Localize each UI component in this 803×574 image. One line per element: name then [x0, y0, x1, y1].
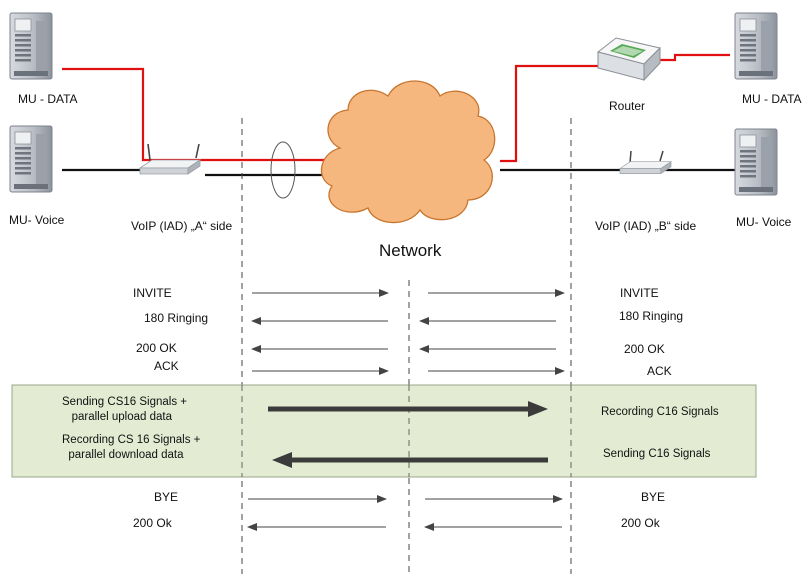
label-mu-voice-right: MU- Voice	[736, 215, 792, 229]
iad-b-icon	[619, 150, 672, 174]
label-mu-voice-left: MU- Voice	[9, 213, 65, 227]
msg-invite-right: INVITE	[620, 286, 659, 300]
msg-bye-left: BYE	[154, 490, 179, 504]
label-mu-data-left: MU - DATA	[18, 92, 78, 106]
server-icon-mu-voice-right	[734, 128, 778, 196]
router-icon	[596, 37, 661, 82]
msg-ack-right: ACK	[647, 364, 672, 378]
msg-ack-left: ACK	[154, 359, 179, 373]
left-data-link	[62, 67, 332, 162]
band-lifelines	[241, 385, 572, 477]
msg-ok-left: 200 OK	[136, 341, 177, 355]
band-recording-right: Recording C16 Signals	[601, 406, 719, 418]
iad-a-icon	[139, 143, 201, 175]
msg-200ok-right: 200 Ok	[621, 516, 660, 530]
msg-bye-right: BYE	[641, 490, 666, 504]
label-iad-b: VoIP (IAD) „B“ side	[595, 219, 697, 233]
network-cloud	[320, 80, 496, 224]
label-network: Network	[379, 241, 442, 260]
server-icon-mu-voice-left	[9, 125, 53, 193]
msg-invite-left: INVITE	[133, 286, 172, 300]
left-voice-link	[62, 168, 332, 177]
band-recording-left: Recording CS 16 Signals + parallel downl…	[62, 434, 201, 461]
right-data-link	[500, 53, 730, 163]
msg-ok-right: 200 OK	[624, 342, 665, 356]
label-mu-data-right: MU - DATA	[742, 92, 802, 106]
link-bundle-ellipse	[270, 141, 296, 199]
label-iad-a: VoIP (IAD) „A“ side	[131, 219, 233, 233]
msg-ringing-right: 180 Ringing	[619, 309, 684, 323]
signal-arrows	[251, 289, 565, 375]
teardown-arrows	[247, 495, 563, 531]
msg-200ok-left: 200 Ok	[133, 516, 172, 530]
band-sending-left: Sending CS16 Signals + parallel upload d…	[62, 396, 187, 423]
label-router: Router	[609, 99, 646, 113]
server-icon-mu-data-left	[9, 12, 53, 80]
band-sending-right: Sending C16 Signals	[603, 448, 711, 460]
msg-ringing-left: 180 Ringing	[144, 311, 209, 325]
server-icon-mu-data-right	[734, 12, 778, 80]
media-arrows	[268, 401, 548, 468]
